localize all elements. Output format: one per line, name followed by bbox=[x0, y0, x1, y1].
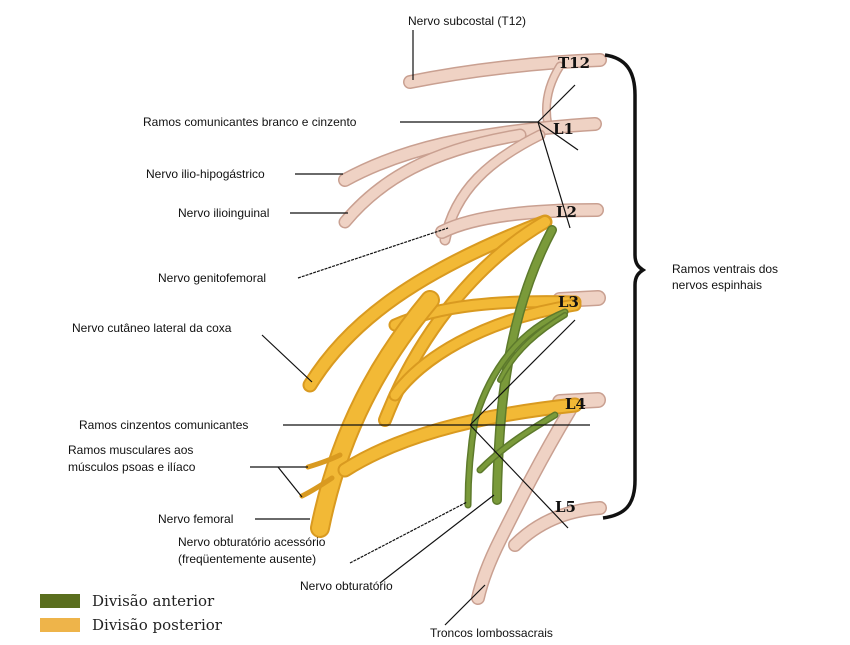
nerves: T12 L1 L2 L3 L4 L5 bbox=[299, 53, 607, 605]
leader-lines bbox=[250, 30, 590, 626]
leader-obturator bbox=[379, 494, 495, 584]
ventral-rami-brace bbox=[602, 53, 647, 520]
legend-item-posterior: Divisão posterior bbox=[40, 616, 222, 634]
label-obturator: Nervo obturatório bbox=[300, 579, 393, 593]
label-accessory-obturator-line2: (freqüentemente ausente) bbox=[178, 552, 317, 566]
label-gray-rami: Ramos cinzentos comunicantes bbox=[79, 418, 249, 432]
root-label-l2: L2 bbox=[556, 203, 577, 221]
label-lumbosacral-trunks: Troncos lombossacrais bbox=[430, 626, 553, 640]
leader-genitofemoral bbox=[297, 227, 449, 279]
label-subcostal: Nervo subcostal (T12) bbox=[408, 14, 527, 28]
leader-lateral-cutaneous bbox=[261, 334, 313, 383]
anterior-division-nerves bbox=[464, 225, 569, 509]
label-femoral: Nervo femoral bbox=[158, 512, 234, 526]
femoral-nerve bbox=[310, 290, 440, 538]
leader-rami-to-t12 bbox=[537, 84, 576, 123]
legend-swatch-anterior bbox=[40, 594, 80, 608]
legend-item-anterior: Divisão anterior bbox=[40, 592, 214, 610]
leader-rami-to-l1 bbox=[537, 121, 579, 151]
label-accessory-obturator-line1: Nervo obturatório acessório bbox=[178, 535, 326, 549]
label-ilioinguinal: Nervo ilioinguinal bbox=[178, 206, 270, 220]
legend-label-posterior: Divisão posterior bbox=[92, 616, 222, 634]
leader-gray-rami-to-l5 bbox=[469, 424, 569, 529]
root-label-t12: T12 bbox=[558, 54, 590, 72]
leader-muscular-2 bbox=[277, 466, 303, 498]
label-muscular-line1: Ramos musculares aos bbox=[68, 443, 194, 457]
root-label-l5: L5 bbox=[555, 498, 576, 516]
root-label-l3: L3 bbox=[558, 293, 579, 311]
label-rami-white-gray: Ramos comunicantes branco e cinzento bbox=[143, 115, 357, 129]
label-genitofemoral: Nervo genitofemoral bbox=[158, 271, 267, 285]
root-label-l1: L1 bbox=[553, 120, 574, 138]
leader-rami-to-l2 bbox=[537, 121, 571, 229]
label-iliohypogastric: Nervo ilio-hipogástrico bbox=[146, 167, 265, 181]
label-muscular-line2: músculos psoas e ilíaco bbox=[68, 460, 196, 474]
label-lateral-cutaneous: Nervo cutâneo lateral da coxa bbox=[72, 321, 232, 335]
leader-lumbosacral bbox=[444, 584, 486, 626]
posterior-division-nerves bbox=[299, 214, 583, 538]
muscular-branch-2 bbox=[299, 475, 335, 499]
legend-swatch-posterior bbox=[40, 618, 80, 632]
label-ventral-rami-line2: nervos espinhais bbox=[672, 278, 763, 292]
root-label-l4: L4 bbox=[565, 395, 586, 413]
legend-label-anterior: Divisão anterior bbox=[92, 592, 215, 610]
leader-gray-rami-to-l3 bbox=[469, 319, 576, 426]
leader-accessory-obturator bbox=[349, 501, 468, 564]
label-ventral-rami-line1: Ramos ventrais dos bbox=[672, 262, 779, 276]
muscular-branch-1 bbox=[305, 452, 343, 470]
